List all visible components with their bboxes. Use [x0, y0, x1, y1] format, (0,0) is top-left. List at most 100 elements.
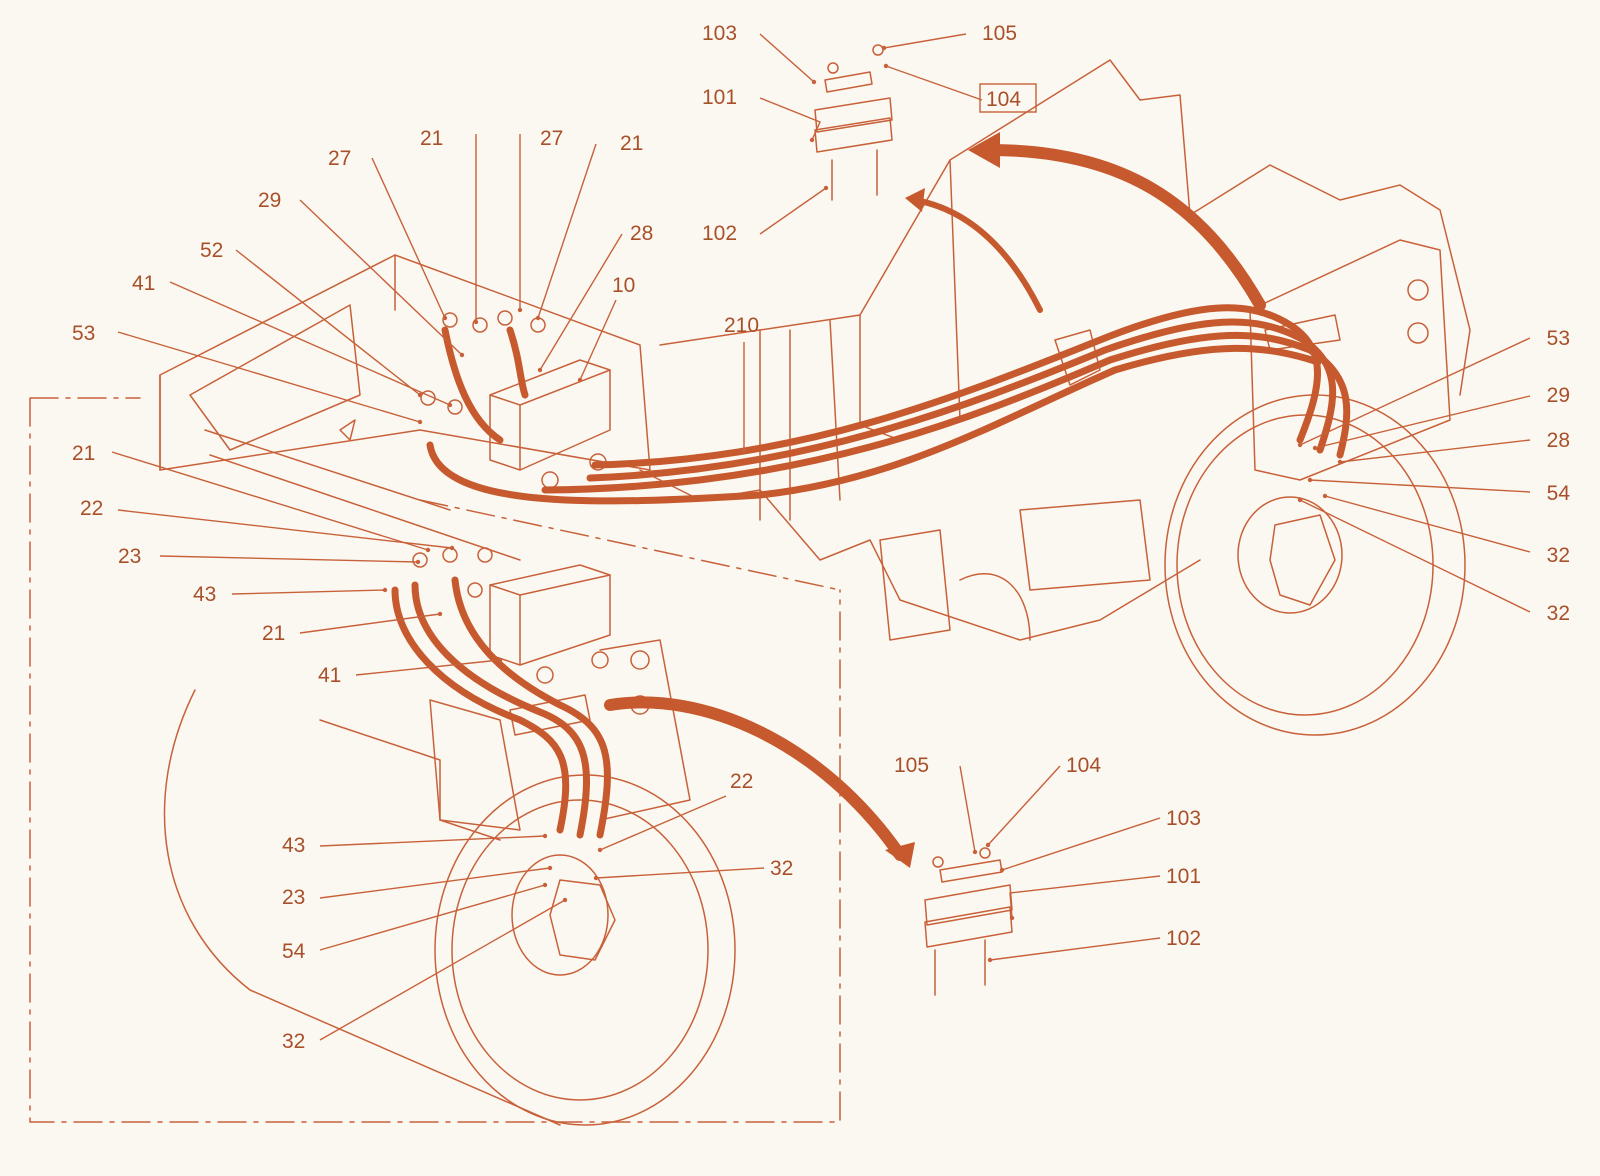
leader-line-l22 [355, 659, 501, 676]
leader-arrowhead [437, 611, 443, 617]
part-number-label: 43 [282, 834, 305, 857]
leader-line-l3 [885, 65, 983, 101]
part-number-label: 102 [702, 222, 737, 245]
leader-arrowhead [417, 419, 423, 425]
part-number-label: 53 [72, 322, 95, 345]
leader-arrowhead [425, 547, 431, 553]
leader-arrowhead [1297, 497, 1303, 503]
leader-arrowhead [1009, 915, 1015, 921]
part-number-label: 22 [730, 770, 753, 793]
part-number-label: 28 [630, 222, 653, 245]
leader-arrowhead [597, 847, 603, 853]
leader-arrowhead [1322, 493, 1328, 499]
part-number-label: 102 [1166, 927, 1201, 950]
leader-arrowhead [459, 352, 465, 358]
part-number-label: 43 [193, 583, 216, 606]
part-number-label: 101 [702, 86, 737, 109]
leader-line-l24 [1314, 395, 1531, 449]
leader-arrowhead [577, 377, 583, 383]
part-number-label: 104 [1066, 754, 1101, 777]
leader-arrowhead [537, 367, 543, 373]
part-number-label: 23 [118, 545, 141, 568]
leader-arrowhead [1337, 459, 1343, 465]
leader-line-l8 [537, 143, 597, 319]
part-number-label: 104 [986, 88, 1021, 111]
part-number-label: 22 [80, 497, 103, 520]
part-number-label: 10 [612, 274, 635, 297]
leader-arrowhead [473, 319, 479, 325]
leader-line-l25 [1339, 439, 1531, 463]
leader-arrowhead [999, 867, 1005, 873]
leader-arrowhead [562, 897, 568, 903]
leader-line-l21 [299, 613, 441, 634]
leader-line-l5 [759, 187, 827, 235]
leader-lines [111, 33, 1531, 1041]
leader-arrowhead [1307, 477, 1313, 483]
leader-arrowhead [985, 842, 991, 848]
arrowheads [885, 132, 1000, 868]
hydraulic-hoses [391, 144, 1351, 861]
leader-arrowhead [382, 587, 388, 593]
part-number-label: 52 [200, 239, 223, 262]
leader-line-l17 [111, 451, 429, 551]
leader-arrowhead [417, 392, 423, 398]
part-number-label: 41 [132, 272, 155, 295]
leader-line-l34 [599, 795, 727, 851]
leader-line-l29 [959, 765, 976, 853]
leader-arrowhead [535, 315, 541, 321]
leader-line-l13 [579, 299, 617, 381]
part-number-label: 105 [982, 22, 1017, 45]
part-number-label: 101 [1166, 865, 1201, 888]
part-number-label: 28 [1547, 429, 1570, 452]
leader-line-l18 [117, 509, 453, 549]
part-number-label: 103 [1166, 807, 1201, 830]
part-number-label: 29 [258, 189, 281, 212]
leader-line-l28 [1299, 499, 1531, 613]
part-number-label: 29 [1547, 384, 1570, 407]
leader-arrowhead [1312, 445, 1318, 451]
leader-line-l2 [883, 33, 967, 49]
part-number-label: 21 [72, 442, 95, 465]
part-number-label: 21 [620, 132, 643, 155]
label-box [979, 83, 1037, 113]
leader-arrowhead [517, 307, 523, 313]
leader-arrowhead [415, 559, 421, 565]
leader-line-l26 [1309, 479, 1531, 493]
part-number-label: 32 [282, 1030, 305, 1053]
part-number-label: 54 [282, 940, 306, 963]
leader-line-l39 [319, 899, 566, 1041]
part-number-label: 54 [1547, 482, 1571, 505]
leader-line-l38 [319, 884, 546, 951]
leader-line-l32 [1009, 875, 1161, 919]
leader-arrowhead [811, 79, 817, 85]
part-number-label: 210 [724, 314, 759, 337]
leader-line-l11 [539, 233, 623, 371]
part-number-label: 32 [1547, 602, 1570, 625]
leader-line-l20 [231, 589, 386, 595]
part-number-label: 32 [770, 857, 793, 880]
leader-arrowhead [741, 447, 747, 453]
part-number-label: 103 [702, 22, 737, 45]
leader-arrowhead [809, 137, 815, 143]
part-number-label: 27 [540, 127, 563, 150]
part-number-label: 21 [420, 127, 443, 150]
leader-line-l30 [987, 765, 1061, 846]
leader-arrowhead [881, 45, 887, 51]
leader-line-l19 [159, 555, 419, 563]
leader-arrowhead [442, 315, 448, 321]
leader-arrowhead [883, 63, 889, 69]
leader-arrowhead [987, 957, 993, 963]
leader-arrowhead [593, 875, 599, 881]
part-number-label: 53 [1547, 327, 1570, 350]
part-number-label: 21 [262, 622, 285, 645]
leader-arrowhead [547, 865, 553, 871]
leader-arrowhead [497, 657, 503, 663]
part-number-label: 41 [318, 664, 341, 687]
leader-line-l10 [299, 199, 463, 356]
leader-line-l4 [759, 97, 821, 141]
leader-arrowhead [972, 849, 978, 855]
leader-arrowhead [542, 833, 548, 839]
leader-line-l27 [1324, 495, 1531, 553]
